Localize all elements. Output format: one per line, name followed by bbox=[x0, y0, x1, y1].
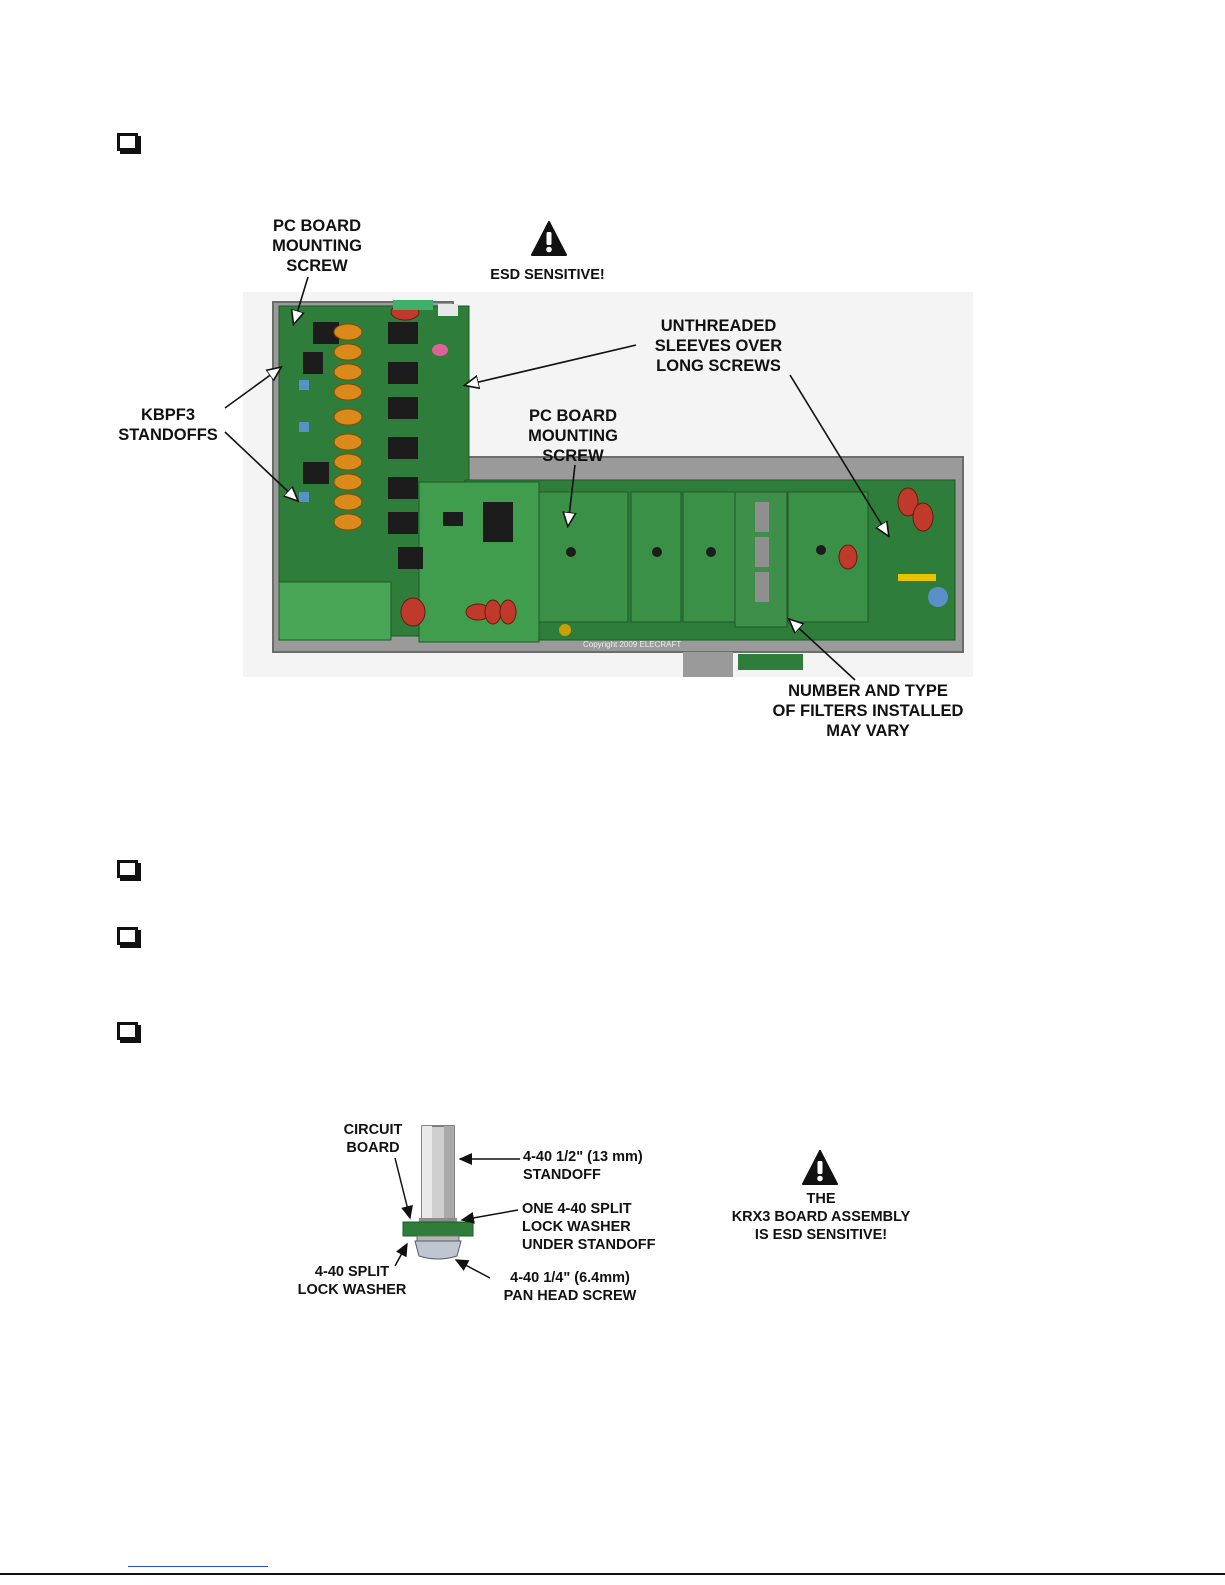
board-silkscreen-text: Copyright 2009 ELECRAFT bbox=[583, 640, 681, 649]
footer-link-underline[interactable] bbox=[128, 1566, 268, 1567]
step-checkbox-4[interactable] bbox=[117, 1022, 138, 1040]
footer-rule bbox=[0, 1573, 1225, 1575]
label-standoff: 4-40 1/2" (13 mm) STANDOFF bbox=[523, 1149, 643, 1183]
board-illustration: Copyright 2009 ELECRAFT bbox=[272, 300, 964, 677]
label-kbpf3-standoffs: KBPF3 STANDOFFS bbox=[118, 406, 218, 444]
figure2-leader-arrows bbox=[394, 1153, 520, 1279]
board-photo: Copyright 2009 ELECRAFT bbox=[243, 292, 973, 677]
label-lock-washer-under-standoff: ONE 4-40 SPLIT LOCK WASHER UNDER STANDOF… bbox=[522, 1201, 656, 1253]
label-unthreaded-sleeves: UNTHREADED SLEEVES OVER LONG SCREWS bbox=[654, 317, 783, 375]
label-filters-note: NUMBER AND TYPE OF FILTERS INSTALLED MAY… bbox=[772, 682, 964, 740]
figure1-leader-arrows bbox=[224, 276, 1225, 681]
esd-warning-icon bbox=[531, 221, 567, 257]
standoff-hardware-illustration bbox=[395, 1120, 485, 1270]
step-checkbox-2[interactable] bbox=[117, 860, 138, 878]
label-pan-head-screw: 4-40 1/4" (6.4mm) PAN HEAD SCREW bbox=[503, 1270, 637, 1304]
label-esd-sensitive: ESD SENSITIVE! bbox=[490, 267, 605, 283]
label-pc-board-screw-top: PC BOARD MOUNTING SCREW bbox=[272, 217, 362, 275]
label-circuit-board: CIRCUIT BOARD bbox=[343, 1122, 403, 1156]
label-split-lock-washer: 4-40 SPLIT LOCK WASHER bbox=[297, 1264, 407, 1298]
step-checkbox-3[interactable] bbox=[117, 927, 138, 945]
label-krx3-esd: THE KRX3 BOARD ASSEMBLY IS ESD SENSITIVE… bbox=[731, 1191, 911, 1243]
krx3-esd-warning-icon bbox=[802, 1150, 838, 1186]
label-pc-board-screw-mid: PC BOARD MOUNTING SCREW bbox=[528, 407, 618, 465]
step-checkbox-1[interactable] bbox=[117, 133, 138, 151]
